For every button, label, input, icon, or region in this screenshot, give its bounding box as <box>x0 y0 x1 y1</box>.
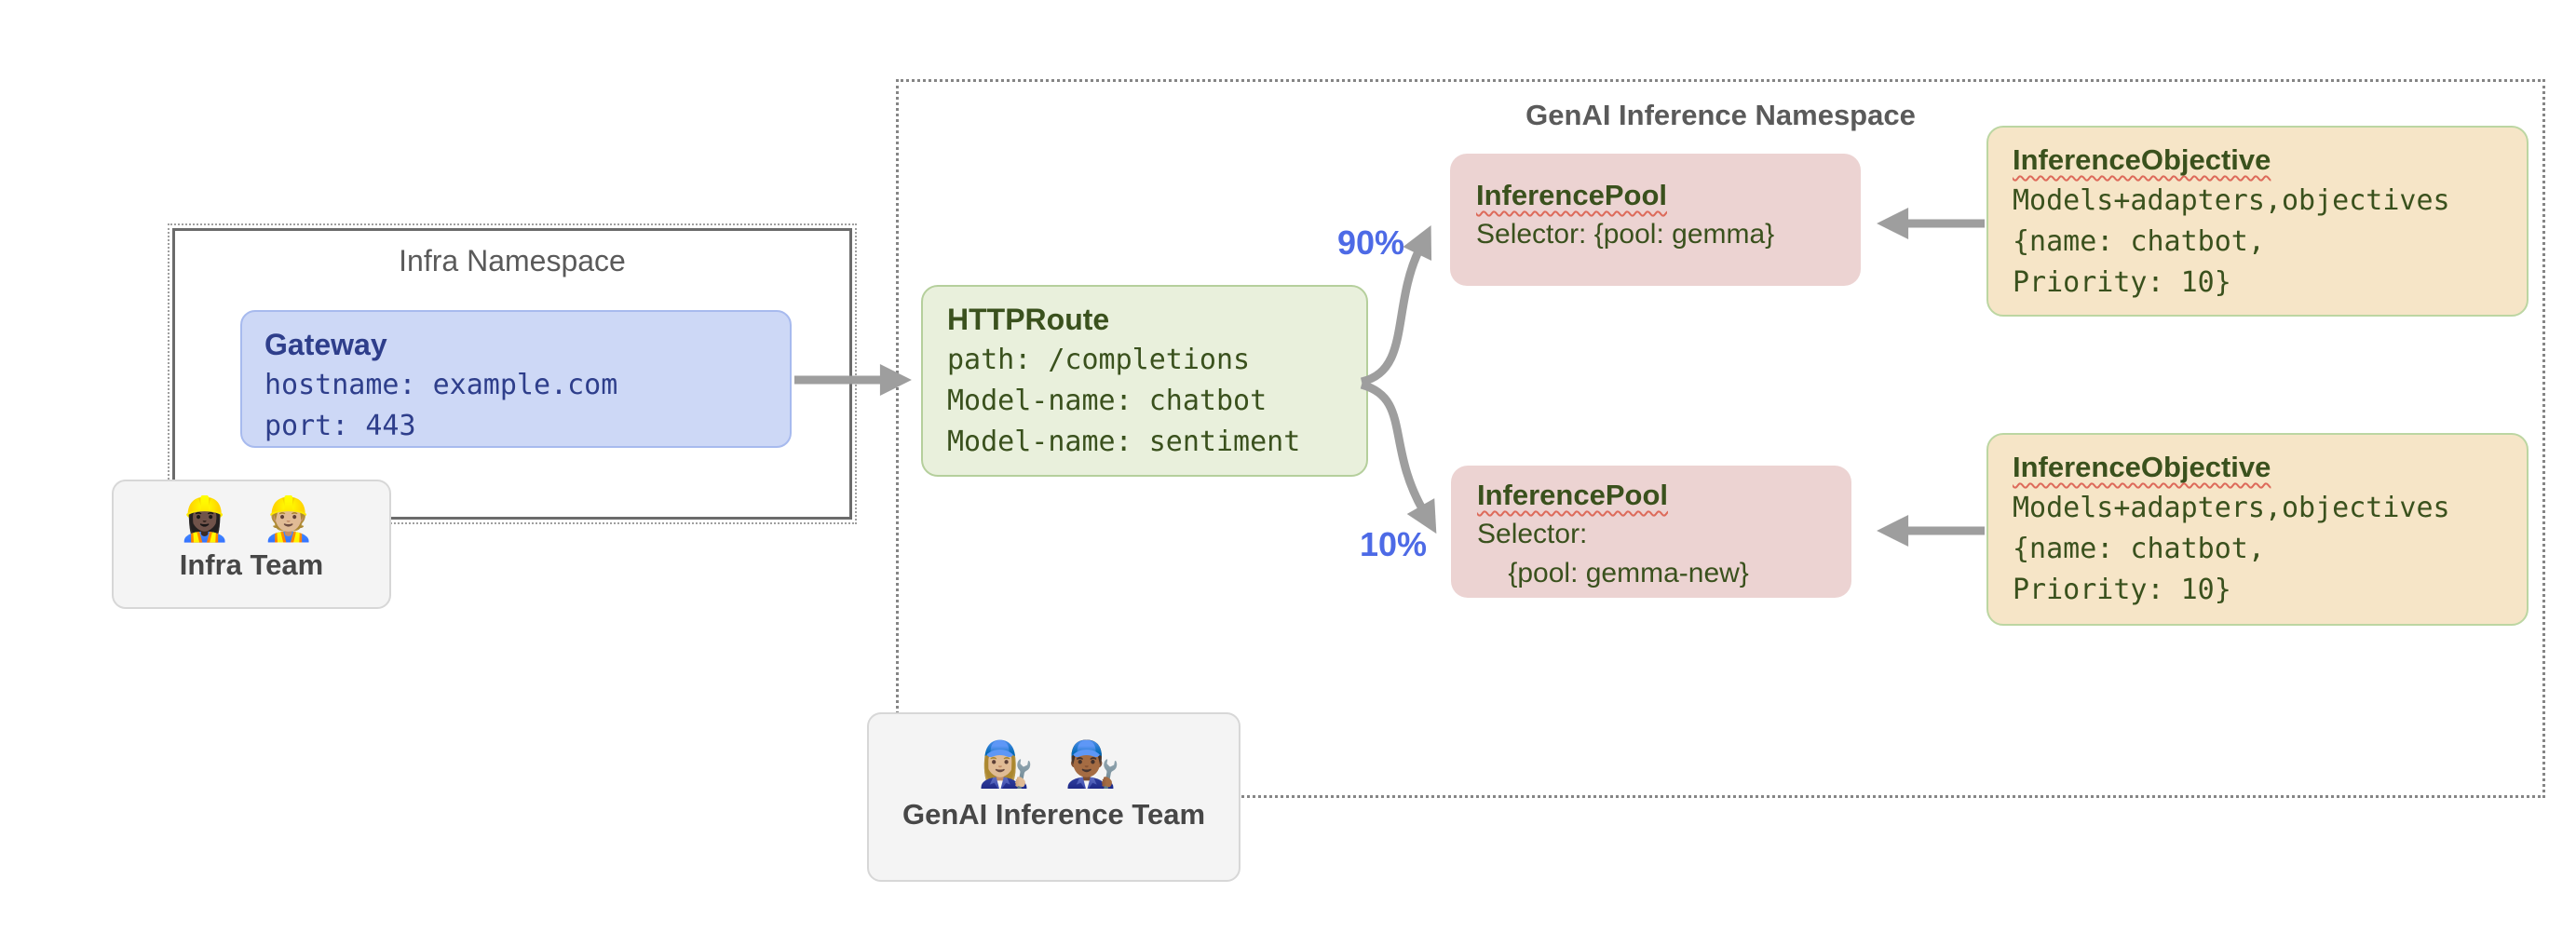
config-line: Models+adapters,objectives <box>2013 184 2450 217</box>
inferencepool-gemma-new-title: InferencePool <box>1477 479 1668 511</box>
inferenceobjective-top-title: InferenceObjective <box>2013 143 2271 176</box>
infra-namespace-title: Infra Namespace <box>399 244 626 277</box>
inferenceobjective-bottom-lines: Models+adapters,objectives {name: chatbot… <box>2013 488 2502 611</box>
config-line: Models+adapters,objectives <box>2013 492 2450 524</box>
traffic-weight-90: 90% <box>1336 223 1404 262</box>
inferencepool-gemma-title: InferencePool <box>1476 179 1667 211</box>
config-line: Selector: {pool: gemma} <box>1476 219 1775 250</box>
gateway-config-lines: hostname: example.com port: 443 <box>264 365 767 447</box>
genai-team-label: GenAI Inference Team <box>902 798 1206 831</box>
config-line: path: /completions <box>947 344 1251 376</box>
inferenceobjective-top-node: InferenceObjective Models+adapters,objec… <box>1986 126 2529 317</box>
genai-namespace-box: GenAI Inference Namespace <box>896 79 2545 798</box>
inferenceobjective-bottom-title: InferenceObjective <box>2013 451 2271 483</box>
config-line: Model-name: chatbot <box>947 385 1268 417</box>
genai-namespace-title: GenAI Inference Namespace <box>1525 99 1916 131</box>
inferenceobjective-top-lines: Models+adapters,objectives {name: chatbot… <box>2013 181 2502 304</box>
config-line: Model-name: sentiment <box>947 426 1301 458</box>
gateway-node: Gateway hostname: example.com port: 443 <box>240 310 792 448</box>
inferencepool-gemma-selector: Selector: {pool: gemma} <box>1476 215 1835 254</box>
config-line: {pool: gemma-new} <box>1477 558 1749 588</box>
inferencepool-gemma-new-selector: Selector: {pool: gemma-new} <box>1477 515 1825 593</box>
infra-team-card: 👷🏿‍♀️ 👷🏼 Infra Team <box>112 480 391 609</box>
inferencepool-gemma-node: InferencePool Selector: {pool: gemma} <box>1450 154 1861 286</box>
config-line: {name: chatbot, <box>2013 533 2265 565</box>
mechanic-emojis: 👩🏼‍🔧 👨🏾‍🔧 <box>978 740 1130 790</box>
config-line: hostname: example.com <box>264 369 618 401</box>
construction-worker-emojis: 👷🏿‍♀️ 👷🏼 <box>178 494 325 543</box>
config-line: {name: chatbot, <box>2013 225 2265 258</box>
httproute-title: HTTPRoute <box>947 303 1110 336</box>
config-line: Selector: <box>1477 519 1588 549</box>
gateway-title: Gateway <box>264 328 387 361</box>
config-line: Priority: 10} <box>2013 266 2231 299</box>
inferencepool-gemma-new-node: InferencePool Selector: {pool: gemma-new… <box>1451 466 1851 598</box>
config-line: port: 443 <box>264 410 416 442</box>
traffic-weight-10: 10% <box>1359 525 1427 563</box>
config-line: Priority: 10} <box>2013 574 2231 606</box>
genai-team-card: 👩🏼‍🔧 👨🏾‍🔧 GenAI Inference Team <box>867 712 1241 882</box>
inferenceobjective-bottom-node: InferenceObjective Models+adapters,objec… <box>1986 433 2529 626</box>
infra-team-label: Infra Team <box>179 548 324 581</box>
